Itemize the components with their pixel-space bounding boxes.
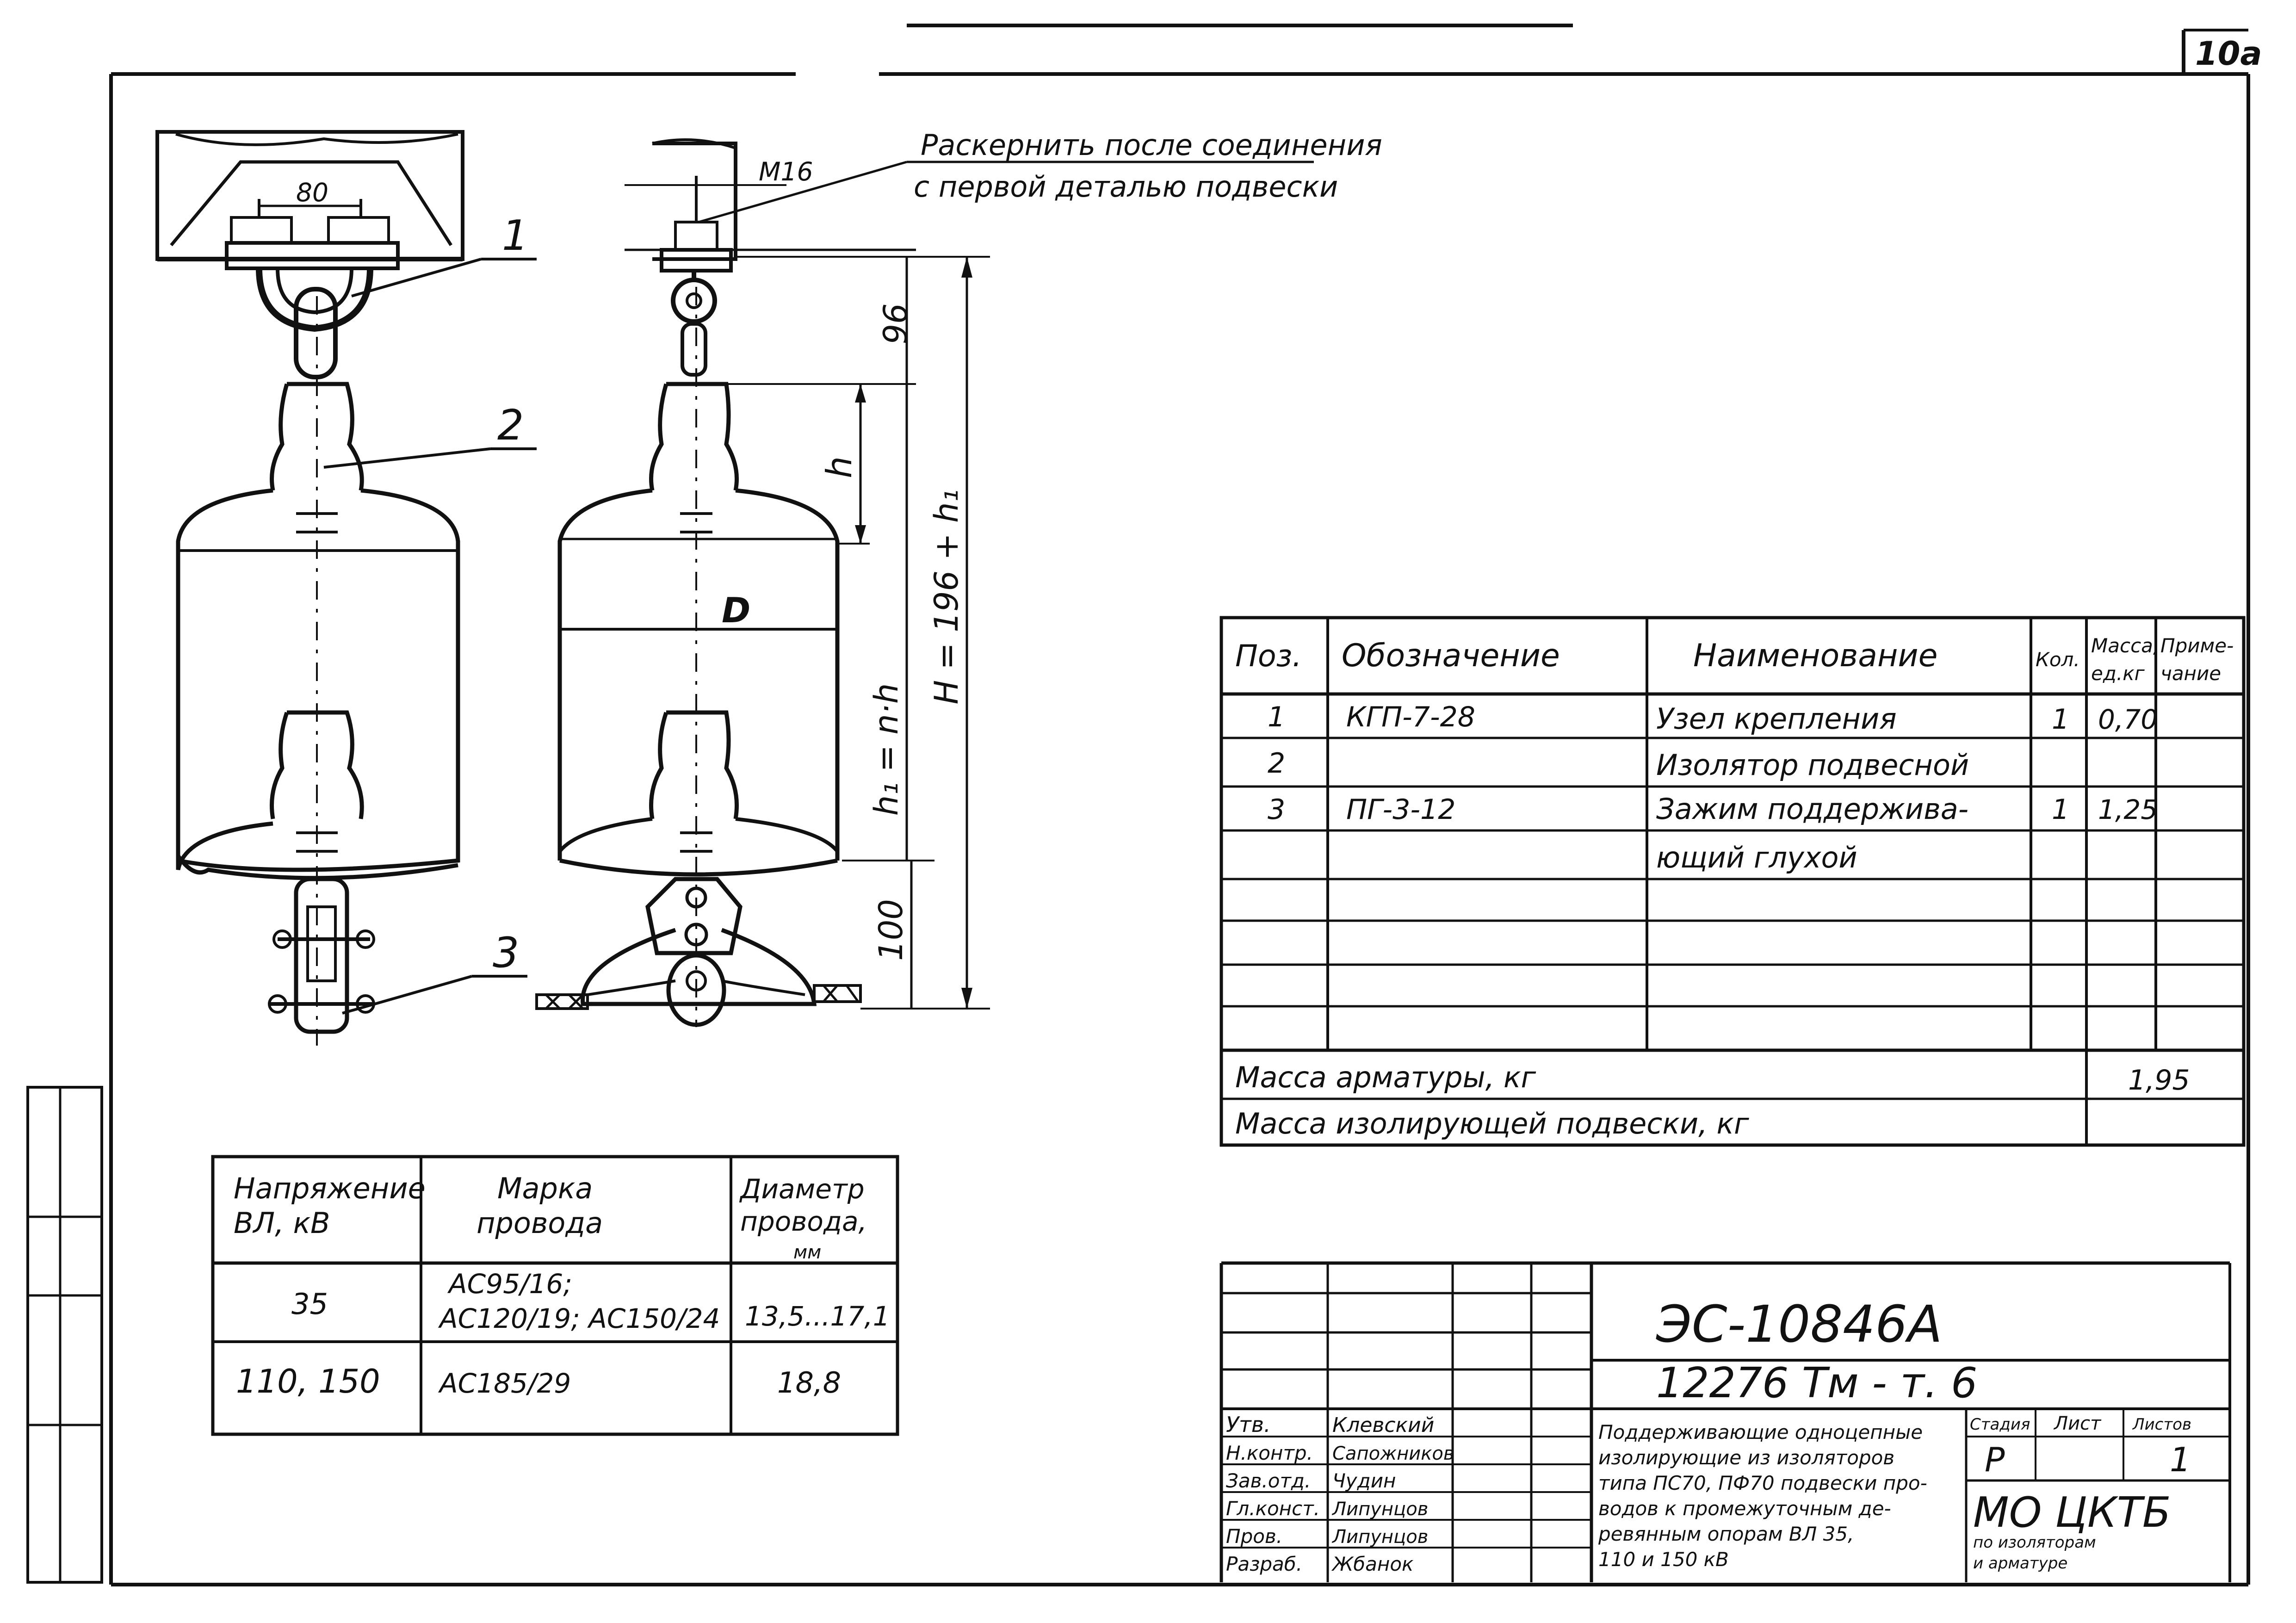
parts-row-1-designation: КГП-7-28 <box>1346 701 1475 733</box>
title-stage-label: Стадия <box>1970 1415 2030 1434</box>
dim-h1-label: h₁ = n·h <box>867 683 905 816</box>
title-sheets-label: Листов <box>2132 1415 2191 1434</box>
parts-row-1-qty: 1 <box>2052 703 2069 736</box>
fittings-mass-label: Масса арматуры, кг <box>1235 1060 1536 1094</box>
fittings-mass-value: 1,95 <box>2128 1064 2190 1096</box>
voltage-row-1-wire-1: АС95/16; <box>447 1268 572 1300</box>
sheet-frame <box>26 24 2250 1586</box>
parts-row-2-pos: 2 <box>1268 747 1285 780</box>
title-role-4: Гл.конст. <box>1226 1497 1320 1520</box>
parts-row-3-qty: 1 <box>2052 793 2069 826</box>
parts-header-mass-2: ед.кг <box>2091 662 2145 685</box>
title-sheets-value: 1 <box>2170 1440 2191 1479</box>
parts-header-mass-1: Масса, <box>2091 634 2159 657</box>
title-stage-value: Р <box>1985 1440 2005 1479</box>
parts-row-3-name: Зажим поддержива- <box>1656 792 1968 826</box>
title-desc-1: Поддерживающие одноцепные <box>1598 1421 1923 1443</box>
bolt-label: М16 <box>759 157 813 186</box>
dim-96-label: 96 <box>877 303 915 344</box>
title-desc-2: изолирующие из изоляторов <box>1598 1446 1894 1469</box>
position-2-label: 2 <box>497 401 524 450</box>
parts-row-3-pos: 3 <box>1268 793 1285 826</box>
title-sheet-label: Лист <box>2053 1413 2102 1434</box>
parts-row-1-mass: 0,70 <box>2098 704 2158 735</box>
dim-80-label: 80 <box>296 178 328 207</box>
callout-note-line2: с первой деталью подвески <box>914 170 1338 204</box>
title-role-5: Пров. <box>1226 1525 1282 1548</box>
position-1-label: 1 <box>502 211 528 260</box>
title-name-2: Сапожников <box>1332 1443 1454 1464</box>
dim-H-label: H = 196 + h₁ <box>928 489 965 705</box>
voltage-header-voltage-2: ВЛ, кВ <box>234 1206 330 1240</box>
parts-header-note-2: чание <box>2160 662 2221 685</box>
title-org-sub-2: и арматуре <box>1973 1554 2067 1573</box>
parts-header-name: Наименование <box>1693 638 1937 674</box>
voltage-header-diam-1: Диаметр <box>739 1173 865 1205</box>
position-3-label: 3 <box>493 929 519 977</box>
title-org: МО ЦКТБ <box>1973 1488 2171 1537</box>
voltage-row-1-diameter: 13,5...17,1 <box>745 1301 890 1332</box>
title-desc-5: ревянным опорам ВЛ 35, <box>1598 1523 1854 1545</box>
dim-100-label: 100 <box>872 899 910 961</box>
voltage-header-voltage-1: Напряжение <box>234 1171 426 1205</box>
parts-header-note-1: Приме- <box>2160 634 2234 657</box>
voltage-table <box>211 1155 899 1436</box>
parts-table <box>1219 616 2246 1147</box>
voltage-row-1-voltage: 35 <box>291 1287 328 1321</box>
voltage-header-wire-1: Марка <box>497 1171 593 1205</box>
title-name-5: Липунцов <box>1331 1526 1428 1548</box>
voltage-row-1-wire-2: АС120/19; АС150/24 <box>438 1303 720 1334</box>
dim-D-label: D <box>722 590 750 631</box>
title-desc-4: водов к промежуточным де- <box>1598 1497 1891 1520</box>
voltage-header-diam-2: провода, <box>740 1206 867 1237</box>
parts-row-1-name: Узел крепления <box>1656 702 1897 736</box>
parts-row-3-mass: 1,25 <box>2098 794 2158 825</box>
title-role-1: Утв. <box>1226 1412 1271 1437</box>
title-name-1: Клевский <box>1332 1413 1434 1437</box>
parts-row-4-name: ющий глухой <box>1656 841 1857 874</box>
title-block <box>1219 1261 2231 1582</box>
title-role-6: Разраб. <box>1226 1553 1302 1575</box>
title-name-6: Жбанок <box>1331 1553 1414 1575</box>
parts-header-pos: Поз. <box>1235 639 1302 674</box>
title-name-3: Чудин <box>1332 1469 1396 1492</box>
voltage-row-2-diameter: 18,8 <box>777 1366 841 1400</box>
voltage-row-2-wire-1: АС185/29 <box>438 1368 571 1399</box>
title-org-sub-1: по изоляторам <box>1973 1533 2096 1552</box>
insulating-mass-label: Масса изолирующей подвески, кг <box>1235 1107 1749 1140</box>
title-code: ЭС-10846А <box>1656 1295 1942 1354</box>
title-role-3: Зав.отд. <box>1226 1469 1311 1492</box>
title-desc-3: типа ПС70, ПФ70 подвески про- <box>1598 1472 1927 1494</box>
voltage-header-wire-2: провода <box>477 1206 603 1240</box>
parts-row-3-designation: ПГ-3-12 <box>1346 793 1455 826</box>
title-name-4: Липунцов <box>1331 1499 1428 1520</box>
parts-row-1-pos: 1 <box>1268 701 1285 733</box>
voltage-header-diam-3: мм <box>793 1242 821 1263</box>
title-role-2: Н.контр. <box>1226 1442 1313 1464</box>
sheet-mark: 10а <box>2195 35 2262 73</box>
voltage-row-2-voltage: 110, 150 <box>236 1363 380 1400</box>
title-desc-6: 110 и 150 кВ <box>1598 1548 1729 1571</box>
dim-h-label: h <box>819 456 860 478</box>
assembly-view-front <box>535 138 1314 1027</box>
title-project: 12276 Тм - т. 6 <box>1656 1359 1977 1407</box>
parts-header-designation: Обозначение <box>1342 638 1560 674</box>
parts-header-qty: Кол. <box>2036 648 2080 671</box>
callout-note-line1: Раскернить после соединения <box>921 128 1382 162</box>
assembly-view-side <box>155 130 537 1046</box>
parts-row-2-name: Изолятор подвесной <box>1656 748 1969 782</box>
